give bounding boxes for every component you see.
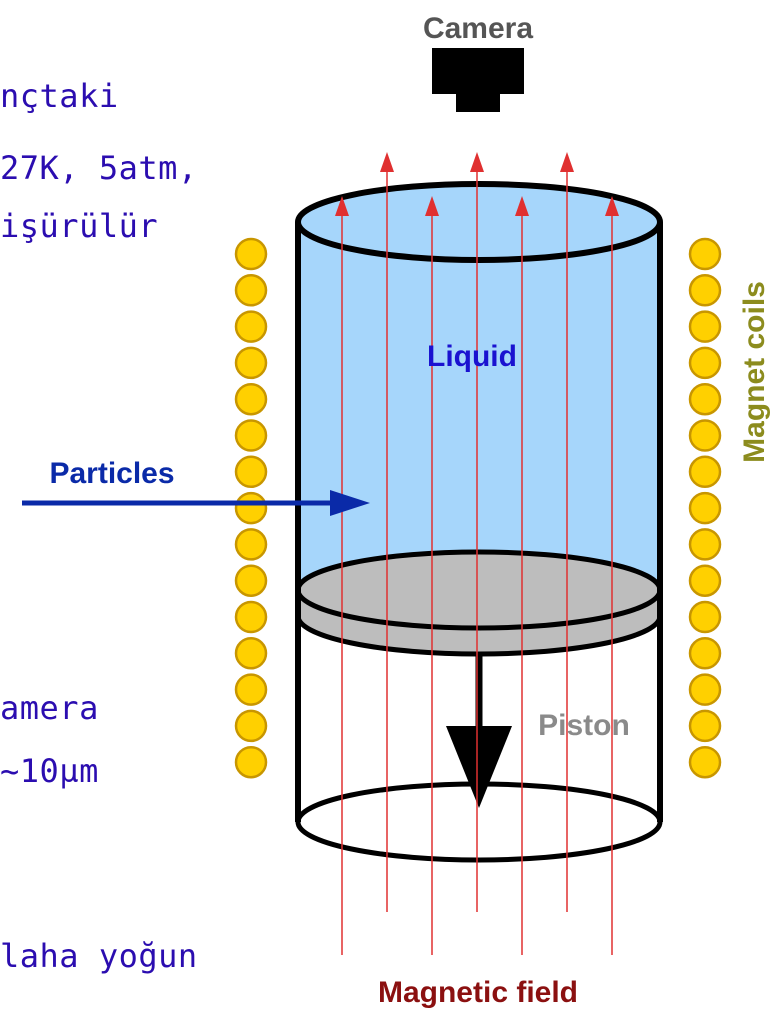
field-line-arrowhead (560, 152, 574, 172)
magnet-coils-left (234, 237, 268, 779)
magnet-coil (234, 709, 268, 743)
magnet-coil (688, 346, 722, 380)
liquid-region (298, 184, 660, 630)
magnet-coil (234, 491, 268, 525)
magnet-coils-right (688, 237, 722, 779)
magnet-coil (234, 419, 268, 452)
piston-arrow (446, 655, 512, 808)
magnet-coil (234, 455, 268, 489)
camera-label: Camera (423, 12, 533, 45)
magnet-coil (234, 673, 268, 706)
liquid-label: Liquid (427, 340, 517, 373)
magnet-coil (688, 637, 722, 670)
magnet-coil (234, 745, 268, 779)
magnet-coil (688, 237, 722, 271)
magnet-coil (688, 274, 722, 307)
piston (295, 549, 663, 657)
magnet-coil (688, 310, 722, 343)
magnetic-field-lines (335, 152, 619, 955)
piston-label: Piston (538, 709, 630, 742)
magnet-coil (688, 419, 722, 452)
field-line-arrowhead (335, 196, 349, 216)
particles-label: Particles (49, 457, 174, 490)
magnet-coil (688, 455, 722, 489)
slide-text-line-5: ~10µm (0, 752, 99, 790)
field-line-arrowhead (470, 152, 484, 172)
slide-text-line-2: 27K, 5atm, (0, 149, 198, 187)
magnet-coil (234, 637, 268, 670)
magnet-coil (234, 382, 268, 416)
slide-text-line-6: laha yoğun (0, 937, 198, 975)
magnet-coil (688, 600, 722, 634)
field-line-arrowhead (515, 196, 529, 216)
particles-arrow (22, 490, 370, 516)
magnetic-field-label: Magnetic field (378, 976, 578, 1009)
magnet-coils-label: Magnet coils (738, 281, 771, 463)
slide-text-line-4: amera (0, 689, 99, 727)
magnet-coil (688, 528, 722, 561)
magnet-coil (234, 274, 268, 307)
magnet-coil (688, 491, 722, 525)
field-line-arrowhead (605, 196, 619, 216)
slide-text-line-3: işürülür (0, 207, 159, 245)
magnet-coil (688, 382, 722, 416)
magnet-coil (688, 745, 722, 779)
magnet-coil (234, 237, 268, 271)
magnet-coil (234, 310, 268, 343)
magnet-coil (688, 564, 722, 597)
camera-icon (432, 48, 524, 112)
magnet-coil (688, 709, 722, 743)
magnet-coil (234, 600, 268, 634)
field-line-arrowhead (425, 196, 439, 216)
magnet-coil (234, 346, 268, 380)
field-line-arrowhead (380, 152, 394, 172)
slide-text-line-1: nçtaki (0, 77, 119, 115)
magnet-coil (234, 528, 268, 561)
magnet-coil (234, 564, 268, 597)
magnet-coil (688, 673, 722, 706)
